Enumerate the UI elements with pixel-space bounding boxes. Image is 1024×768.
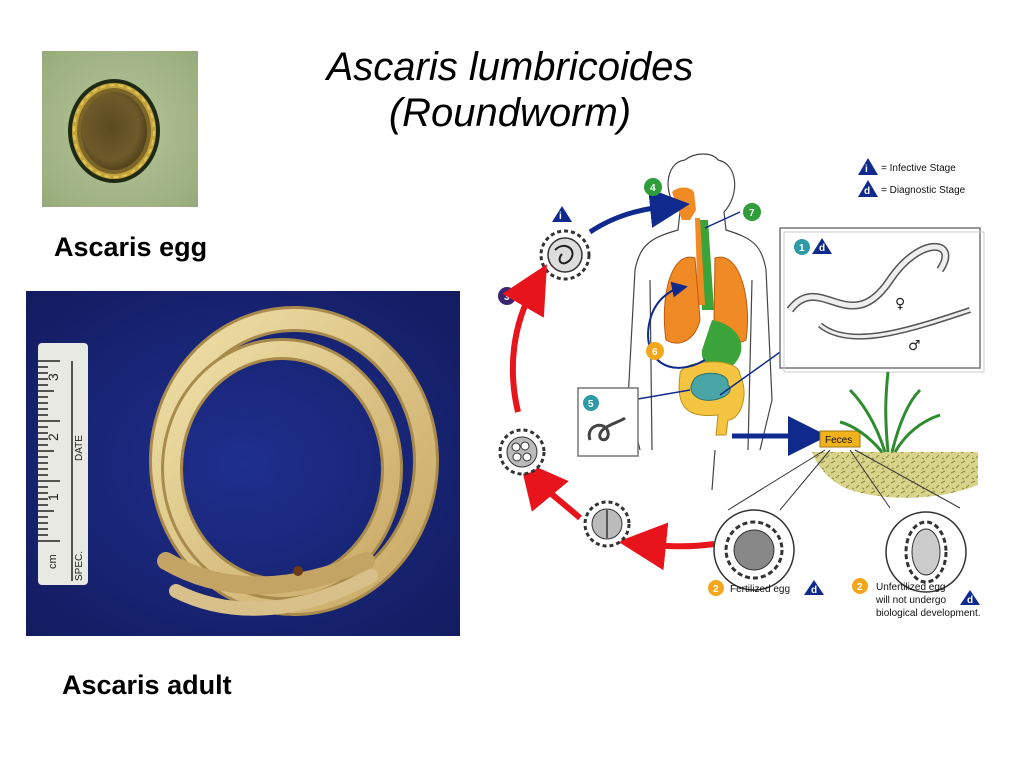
step-number-6: 6 bbox=[652, 347, 658, 358]
infective-stage-icon bbox=[552, 206, 572, 222]
ruler-spec: SPEC. bbox=[74, 551, 85, 581]
pointer-7 bbox=[704, 211, 741, 229]
infective-symbol: i bbox=[865, 164, 868, 175]
ruler-number-1: 1 bbox=[45, 493, 61, 501]
slide-title: Ascaris lumbricoides (Roundworm) bbox=[260, 44, 760, 136]
ruler-number-2: 2 bbox=[45, 433, 61, 441]
ascaris-adult-photo: 3 2 1 cm SPEC. DATE bbox=[26, 291, 460, 636]
step-number-2a: 2 bbox=[713, 584, 719, 595]
egg3-infective-symbol: i bbox=[559, 211, 562, 222]
legend-infective: = Infective Stage bbox=[881, 163, 956, 174]
step-number-7: 7 bbox=[749, 208, 755, 219]
organs bbox=[663, 187, 749, 436]
infective-stage-icon bbox=[858, 158, 878, 175]
soil bbox=[812, 452, 978, 498]
ruler-number-3: 3 bbox=[45, 373, 61, 381]
step-badge-1 bbox=[794, 239, 810, 255]
step-badge-7 bbox=[743, 203, 761, 221]
legend-diagnostic: = Diagnostic Stage bbox=[881, 185, 966, 196]
pointer-5 bbox=[631, 389, 691, 401]
step-number-3: 3 bbox=[504, 292, 510, 303]
adult-worms-box: ♀ ♂ 1 d bbox=[779, 227, 985, 373]
step-number-4: 4 bbox=[650, 183, 656, 194]
step-number-5: 5 bbox=[588, 399, 594, 410]
ingestion-arrow bbox=[588, 188, 690, 235]
ruler-date: DATE bbox=[74, 435, 85, 461]
red-arrow-1 bbox=[502, 264, 547, 413]
diagnostic-symbol: d bbox=[864, 186, 870, 197]
infective-egg: i bbox=[539, 206, 591, 281]
step-number-1: 1 bbox=[799, 243, 805, 254]
feces-label: Feces bbox=[825, 435, 852, 446]
step-badge-4 bbox=[644, 178, 662, 196]
diagnostic-stage-icon bbox=[960, 590, 980, 605]
red-arrow-2 bbox=[519, 459, 582, 521]
step-badge-6 bbox=[646, 342, 664, 360]
life-cycle-diagram: i = Infective Stage d = Diagnostic Stage bbox=[498, 153, 985, 619]
embryonated-egg-2 bbox=[498, 428, 546, 476]
larval-migration-path bbox=[647, 281, 706, 369]
ruler: 3 2 1 cm SPEC. DATE bbox=[38, 343, 88, 585]
unfertilized-label-1: Unfertilized egg bbox=[876, 582, 945, 593]
unfertilized-label-3: biological development. bbox=[876, 608, 981, 619]
feces-box bbox=[819, 430, 861, 448]
step-badge-2a bbox=[708, 580, 724, 596]
step-badge-5 bbox=[583, 395, 599, 411]
ruler-cm: cm bbox=[47, 554, 59, 569]
female-symbol: ♀ bbox=[895, 296, 905, 312]
grass bbox=[839, 371, 941, 453]
unfertilized-label-2: will not undergo bbox=[875, 595, 946, 606]
male-symbol: ♂ bbox=[908, 338, 921, 354]
human-body bbox=[627, 153, 773, 491]
title-line-1: Ascaris lumbricoides bbox=[326, 45, 694, 89]
step-number-2b: 2 bbox=[857, 582, 863, 593]
diagnostic-stage-icon bbox=[858, 180, 878, 197]
diagnostic-stage-icon bbox=[804, 580, 824, 595]
pointer-1 bbox=[719, 344, 791, 396]
title-line-2: (Roundworm) bbox=[388, 91, 632, 135]
fertilized-diagnostic-symbol: d bbox=[811, 585, 817, 596]
step1-diagnostic-symbol: d bbox=[819, 243, 825, 254]
fertilized-egg bbox=[713, 509, 795, 591]
adult-label: Ascaris adult bbox=[62, 670, 232, 700]
diagnostic-stage-icon bbox=[812, 238, 832, 254]
step-badge-2b bbox=[852, 578, 868, 594]
red-arrow-3 bbox=[618, 522, 715, 571]
fertilized-egg-label: Fertilized egg bbox=[730, 584, 790, 595]
ascaris-egg-photo bbox=[42, 51, 198, 207]
larva-box: 5 bbox=[577, 387, 639, 457]
egg-label: Ascaris egg bbox=[54, 232, 208, 262]
unfertilized-egg bbox=[885, 511, 967, 593]
unfertilized-diagnostic-symbol: d bbox=[967, 595, 973, 606]
legend: i = Infective Stage d = Diagnostic Stage bbox=[858, 158, 966, 197]
egg-connectors bbox=[727, 449, 961, 511]
adult-worm bbox=[149, 306, 439, 616]
embryonated-egg-1 bbox=[583, 500, 631, 548]
